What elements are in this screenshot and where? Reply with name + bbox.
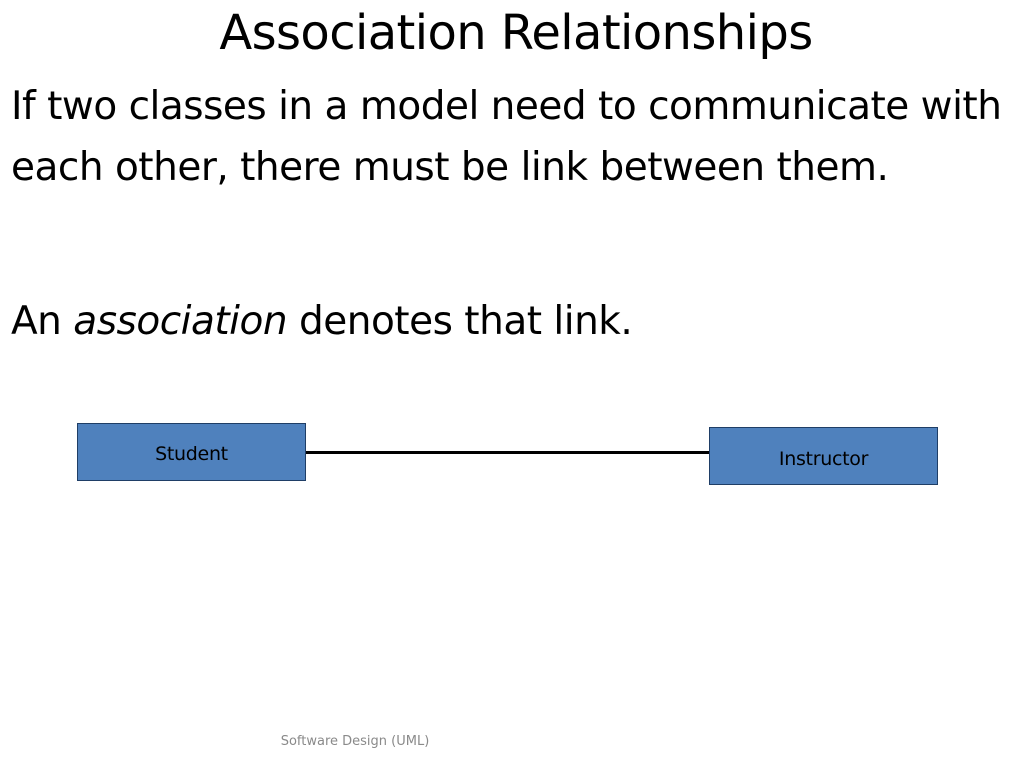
class-name-instructor: Instructor <box>778 448 869 470</box>
class-name-student: Student <box>155 443 228 465</box>
body-paragraph-association: An association denotes that link. <box>11 291 1011 352</box>
emphasized-term: association <box>73 299 288 344</box>
body-paragraph-communication: If two classes in a model need to commun… <box>11 84 1002 190</box>
association-line <box>306 451 710 454</box>
slide-footer: Software Design (UML) <box>280 734 430 749</box>
class-box-student: Student <box>77 423 306 481</box>
paragraph-text-before: An <box>11 299 74 344</box>
paragraph-text-after: denotes that link. <box>287 299 633 344</box>
class-box-instructor: Instructor <box>709 427 938 485</box>
slide-title: Association Relationships <box>219 5 813 61</box>
